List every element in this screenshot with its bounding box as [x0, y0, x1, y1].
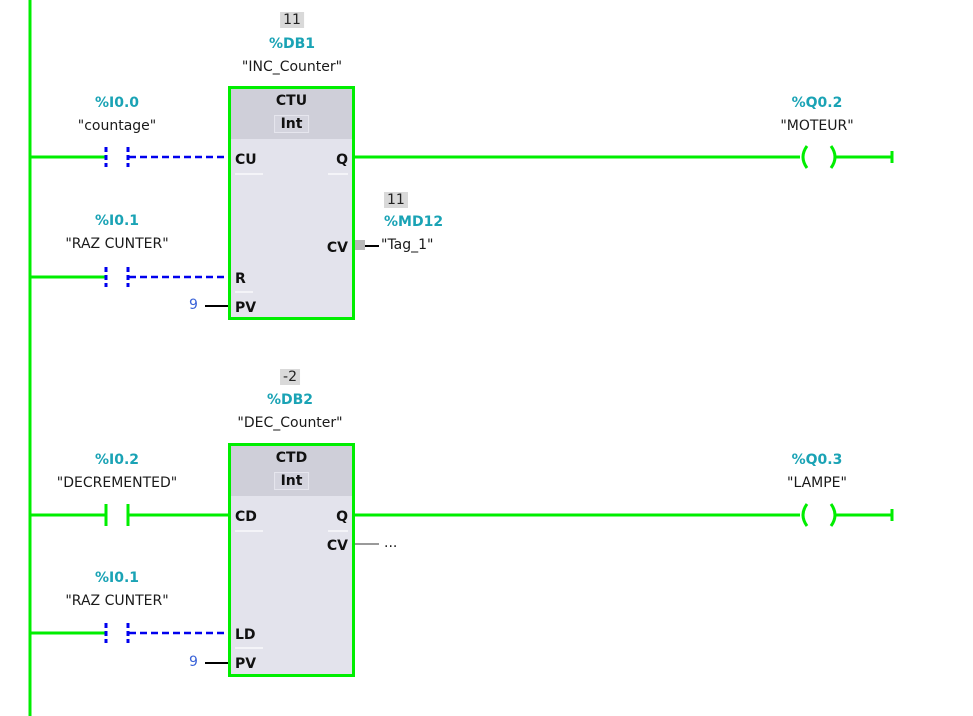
- contact-symbol[interactable]: "DECREMENTED": [56, 475, 178, 491]
- contact-raz-cunter-symbol[interactable]: [104, 267, 130, 287]
- pin-underline: [235, 173, 263, 175]
- contact-countage-symbol[interactable]: [104, 147, 130, 167]
- cv-symbol[interactable]: "Tag_1": [381, 237, 434, 253]
- pin-cu[interactable]: CU: [235, 152, 257, 168]
- cv-placeholder[interactable]: ...: [384, 535, 398, 551]
- pin-pv[interactable]: PV: [235, 656, 257, 672]
- contact-decremented-symbol[interactable]: [104, 504, 130, 526]
- pin-cv[interactable]: CV: [326, 240, 348, 256]
- contact-raz-cunter-2-symbol[interactable]: [104, 623, 130, 643]
- pin-underline: [235, 291, 253, 293]
- ctu-block[interactable]: CTU Int CU Q CV R PV: [228, 86, 355, 320]
- contact-symbol[interactable]: "RAZ CUNTER": [65, 593, 169, 609]
- pin-r[interactable]: R: [235, 271, 246, 287]
- pv-value[interactable]: 9: [189, 297, 198, 313]
- instance-db-symbol[interactable]: "INC_Counter": [241, 59, 343, 75]
- pin-cd[interactable]: CD: [235, 509, 257, 525]
- pv-value[interactable]: 9: [189, 654, 198, 670]
- cv-monitor-value: 11: [384, 192, 408, 208]
- pin-underline: [235, 647, 263, 649]
- pin-underline: [328, 530, 348, 532]
- contact-address[interactable]: %I0.1: [94, 570, 140, 586]
- coil-symbol[interactable]: "LAMPE": [787, 475, 847, 491]
- instance-db-symbol[interactable]: "DEC_Counter": [237, 415, 343, 431]
- pin-ld[interactable]: LD: [235, 627, 256, 643]
- coil-moteur-symbol[interactable]: [801, 145, 837, 169]
- pin-underline: [328, 173, 348, 175]
- coil-address[interactable]: %Q0.3: [791, 452, 843, 468]
- contact-address[interactable]: %I0.1: [94, 213, 140, 229]
- block-type: CTD: [275, 450, 308, 466]
- coil-symbol[interactable]: "MOTEUR": [780, 118, 854, 134]
- coil-lampe-symbol[interactable]: [801, 503, 837, 527]
- contact-address[interactable]: %I0.2: [94, 452, 140, 468]
- pin-underline: [235, 530, 263, 532]
- pin-q[interactable]: Q: [336, 509, 348, 525]
- contact-symbol[interactable]: "RAZ CUNTER": [65, 236, 169, 252]
- instance-db-address[interactable]: %DB1: [268, 36, 316, 52]
- block-type: CTU: [275, 93, 308, 109]
- contact-address[interactable]: %I0.0: [94, 95, 140, 111]
- ctd-block[interactable]: CTD Int CD Q CV LD PV: [228, 443, 355, 677]
- coil-address[interactable]: %Q0.2: [791, 95, 843, 111]
- contact-symbol[interactable]: "countage": [77, 118, 157, 134]
- pin-q[interactable]: Q: [336, 152, 348, 168]
- block-data-type[interactable]: Int: [273, 472, 310, 490]
- instance-value: 11: [280, 12, 304, 28]
- pin-cv[interactable]: CV: [326, 538, 348, 554]
- cv-address[interactable]: %MD12: [384, 214, 444, 230]
- instance-db-address[interactable]: %DB2: [266, 392, 314, 408]
- pin-pv[interactable]: PV: [235, 300, 257, 316]
- block-data-type[interactable]: Int: [273, 115, 310, 133]
- cv-output-indicator: [355, 240, 365, 250]
- instance-value: -2: [280, 369, 300, 385]
